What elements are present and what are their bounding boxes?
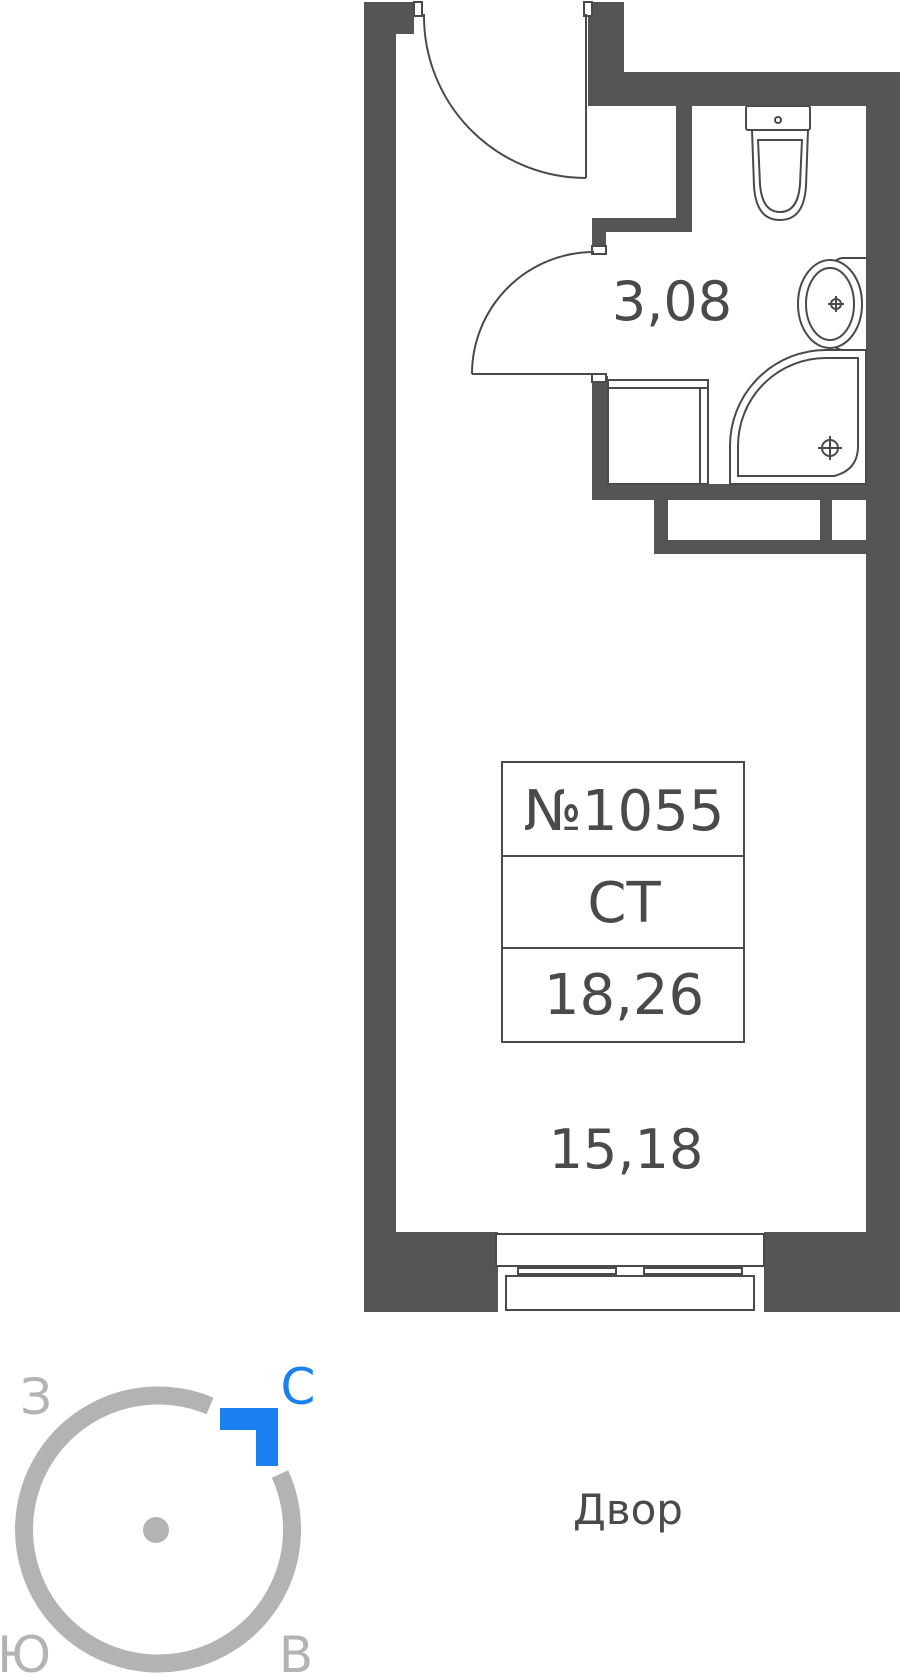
toilet-button [774,116,782,124]
cabinet-outer [607,379,709,485]
compass-ring [15,1386,302,1673]
fixtures [607,105,867,485]
compass: С З Ю В [0,1358,315,1676]
apartment-type: СТ [587,871,661,936]
entry-door-hinge-right [583,1,593,17]
wall-entry-left-stub [364,2,414,34]
bath-door-jamb-top [591,245,607,255]
cabinet-top-edge [607,379,709,389]
compass-north-label: С [281,1358,316,1416]
compass-east-label: В [279,1626,313,1676]
shower-tray [729,349,867,485]
wall-left [364,2,396,1312]
courtyard-label: Двор [573,1485,683,1534]
window-pane-right [643,1267,743,1275]
window-pane-left [517,1267,617,1275]
washbasin [797,257,866,351]
wall-bathroom-ledge-post [592,218,606,246]
window-sill-outer [495,1233,765,1267]
compass-center-dot [143,1517,169,1543]
walls [364,2,900,1312]
wall-bathroom-top [588,72,900,106]
wall-shaft-mid [820,494,832,544]
apartment-info-table: №1055 СТ 18,26 [501,761,745,1043]
window-sill-inner [505,1275,755,1311]
entry-door-swing [422,13,587,179]
compass-south-label: Ю [0,1626,51,1676]
wall-bathroom-ledge [592,218,692,232]
cabinet [607,379,709,485]
wall-bathroom-left-lower [592,376,608,498]
window [495,1233,765,1311]
doors [413,1,607,383]
bath-door-jamb-bottom [591,373,607,383]
bath-door-swing [471,251,595,375]
main-room-area-label: 15,18 [549,1118,704,1181]
wall-shaft-left [654,494,668,552]
compass-west-label: З [20,1368,52,1426]
apartment-number: №1055 [524,779,725,844]
toilet-seat [756,139,804,214]
entry-door-hinge-left [413,1,423,17]
wall-bottom-left [364,1232,498,1312]
apartment-total-area: 18,26 [544,963,704,1028]
wall-bottom-right [764,1232,900,1312]
wall-right [866,72,900,1312]
bathroom-area-label: 3,08 [612,270,732,333]
wall-bathroom-left-upper [676,100,692,230]
wall-shaft-bottom [654,540,866,554]
info-table-frame [501,761,745,1043]
toilet [745,105,811,222]
shower-tray-inner [737,357,859,477]
compass-north-marker [220,1408,278,1466]
